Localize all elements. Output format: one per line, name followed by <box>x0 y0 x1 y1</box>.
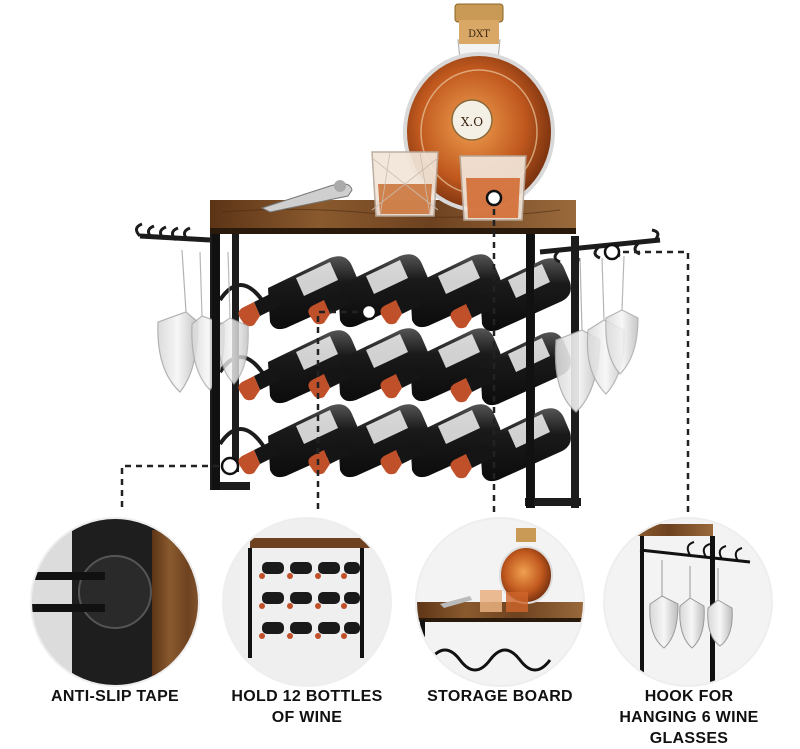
detail-twelve-bottles <box>222 517 392 687</box>
hanging-wine-glasses-right <box>554 255 639 413</box>
wine-rack: DXT X.O <box>135 3 661 508</box>
feature-label-storage-board: STORAGE BOARD <box>425 686 575 707</box>
feature-line: HOOK FOR <box>644 688 734 705</box>
decanter-label-text: X.O <box>461 115 483 129</box>
right-glass-hook <box>539 228 661 264</box>
wine-bottles <box>238 254 571 482</box>
feature-label-hold-bottles: HOLD 12 BOTTLES OF WINE <box>227 686 387 728</box>
detail-storage-board <box>415 517 585 687</box>
callout-dots <box>220 189 621 476</box>
detail-anti-slip-tape <box>30 517 200 687</box>
rocks-glasses <box>371 151 527 221</box>
feature-line: ANTI-SLIP TAPE <box>50 688 180 705</box>
feature-line: OF WINE <box>271 709 343 726</box>
left-glass-hook <box>135 222 211 243</box>
bottle-opener <box>260 180 353 213</box>
decanter-cap-text: DXT <box>468 29 490 40</box>
callout-lines <box>120 198 690 512</box>
detail-glass-hooks <box>603 517 773 687</box>
feature-label-glass-hooks: HOOK FOR HANGING 6 WINE GLASSES <box>608 686 770 749</box>
feature-line: HOLD 12 BOTTLES <box>231 688 383 705</box>
feature-line: HANGING 6 WINE <box>619 709 759 726</box>
feature-label-anti-slip-tape: ANTI-SLIP TAPE <box>45 686 185 707</box>
feature-line: GLASSES <box>649 730 729 747</box>
feature-line: STORAGE BOARD <box>427 688 573 705</box>
